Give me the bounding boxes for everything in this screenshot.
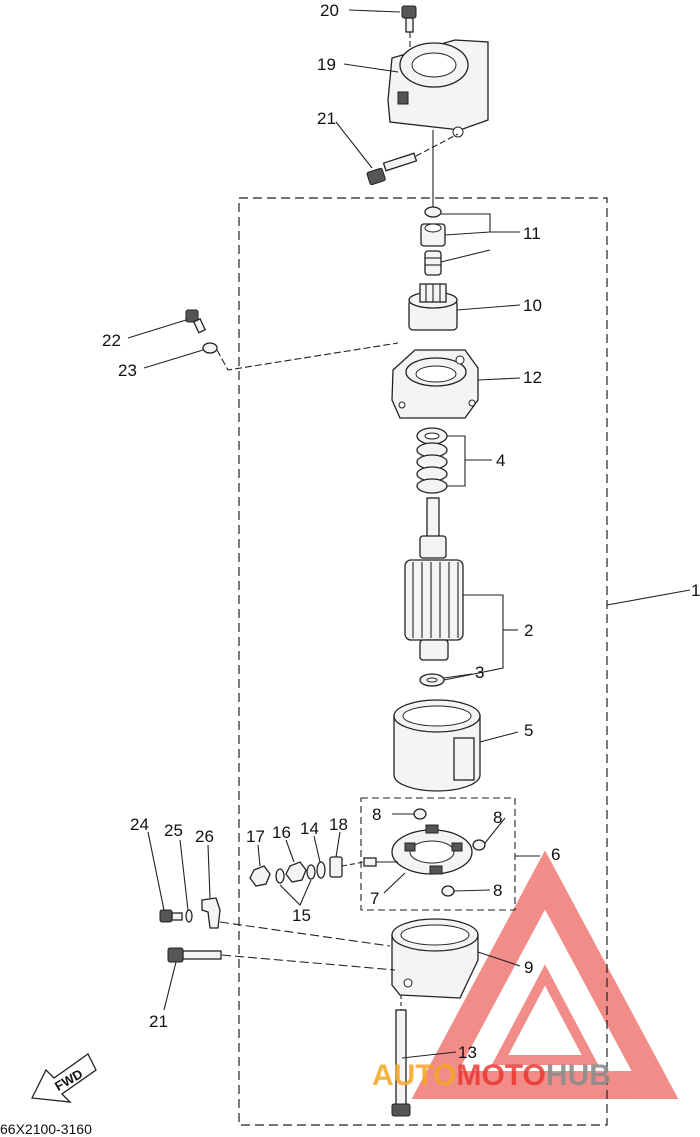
callout-18: 18 (329, 815, 348, 834)
callout-13: 13 (458, 1043, 477, 1062)
spring-part-8-c (441, 885, 455, 897)
washer-part-15-b (306, 864, 316, 880)
brush-holder-boundary (360, 797, 516, 911)
spring-part-8-b (472, 839, 486, 851)
callout-6: 6 (551, 845, 560, 864)
watermark-text-hub: HUB (546, 1059, 611, 1092)
rear-cover-part-9 (391, 918, 479, 999)
callout-11: 11 (523, 224, 541, 243)
callout-16: 16 (272, 823, 291, 842)
callout-4: 4 (496, 451, 505, 470)
callout-2: 2 (524, 621, 533, 640)
callout-20: 20 (320, 1, 339, 20)
armature-part-2 (404, 497, 464, 661)
callout-5: 5 (524, 721, 533, 740)
callout-21-bottom: 21 (149, 1012, 168, 1031)
callout-3: 3 (475, 663, 484, 682)
front-cover-part-12 (391, 349, 479, 419)
callout-23: 23 (118, 361, 137, 380)
bolt-part-21-bottom (167, 947, 222, 963)
washer-part-23 (202, 342, 218, 354)
washer-part-15-a (275, 868, 285, 884)
watermark-text-moto: MOTO (456, 1059, 545, 1092)
pinion-part-10 (408, 283, 458, 331)
spring-part-8-a (413, 808, 427, 820)
callout-25: 25 (164, 821, 183, 840)
watermark-text: AUTOMOTOHUB (372, 1059, 611, 1092)
brush-holder-part-7 (363, 824, 473, 875)
callout-1: 1 (691, 581, 700, 600)
nut-part-17 (249, 865, 271, 887)
callout-22: 22 (102, 331, 121, 350)
yoke-part-5 (393, 699, 481, 792)
assembly-boundary (238, 197, 608, 1126)
callout-15: 15 (292, 906, 311, 925)
callout-21-top: 21 (317, 109, 336, 128)
callout-14: 14 (300, 819, 319, 838)
clip-collar-spring-part-11 (420, 206, 446, 276)
callout-8-a: 8 (372, 805, 381, 824)
screw-part-22 (185, 309, 207, 334)
watermark-logo (411, 850, 679, 1099)
callout-8-b: 8 (493, 808, 502, 827)
watermark-text-auto: AUTO (372, 1059, 456, 1092)
bolt-part-21-top (366, 152, 418, 186)
washers-part-4 (416, 427, 448, 494)
callout-19: 19 (317, 55, 336, 74)
callout-8-c: 8 (493, 881, 502, 900)
leader-lines (127, 9, 691, 1059)
callout-26: 26 (195, 827, 214, 846)
nut-part-16 (285, 861, 307, 883)
bolt-part-24 (159, 909, 183, 923)
callout-9: 9 (524, 958, 533, 977)
washer-part-25 (185, 909, 193, 923)
callout-24: 24 (130, 815, 149, 834)
callout-17: 17 (246, 827, 265, 846)
bolt-part-20 (401, 5, 417, 33)
callout-12: 12 (523, 368, 542, 387)
fwd-arrow: FWD (30, 1053, 97, 1103)
callout-10: 10 (523, 296, 542, 315)
insulator-part-18 (329, 856, 343, 878)
washer-part-3 (419, 673, 445, 687)
bracket-part-19 (387, 39, 489, 138)
callout-7: 7 (370, 889, 379, 908)
diagram-code: 66X2100-3160 (0, 1121, 92, 1137)
washer-part-14 (316, 861, 326, 879)
clip-part-26 (201, 897, 221, 929)
